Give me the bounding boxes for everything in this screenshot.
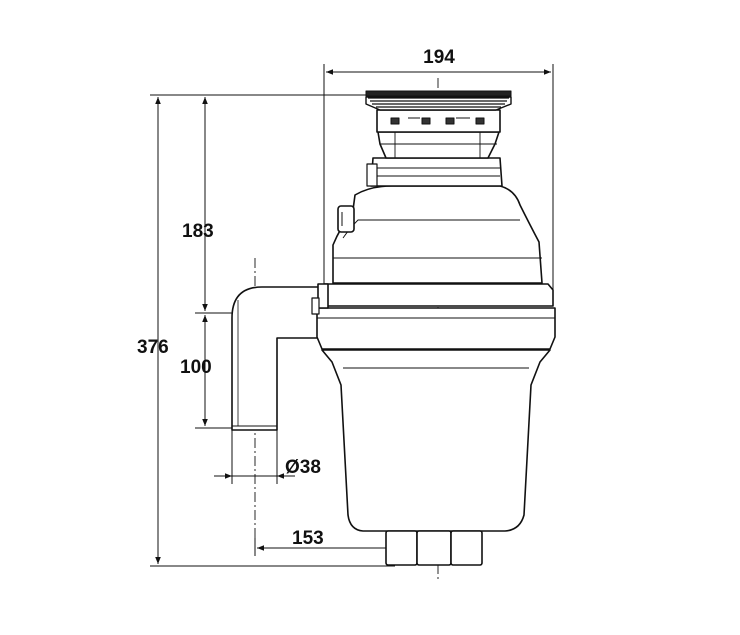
side-connector [317, 283, 329, 309]
extension-lines [150, 64, 554, 567]
outlet-pipe [231, 286, 321, 431]
neck-ring [370, 157, 503, 187]
mounting-assembly [377, 131, 500, 159]
mount-bolts [390, 117, 485, 125]
motor-housing [332, 185, 543, 284]
dim-label-194: 194 [423, 47, 455, 68]
dim-label-38: Ø38 [285, 457, 321, 478]
side-switch [337, 205, 355, 233]
bottom-foot-right [450, 530, 483, 566]
grinding-chamber [321, 349, 551, 532]
dim-label-153: 153 [292, 528, 324, 549]
mid-flange [316, 307, 556, 350]
bottom-foot-left [385, 530, 418, 566]
dim-label-100: 100 [180, 357, 212, 378]
dim-label-183: 183 [182, 221, 214, 242]
motor-band [318, 283, 554, 307]
bottom-foot-center [416, 530, 452, 566]
disposer-unit [231, 90, 556, 566]
dim-label-376: 376 [137, 337, 169, 358]
